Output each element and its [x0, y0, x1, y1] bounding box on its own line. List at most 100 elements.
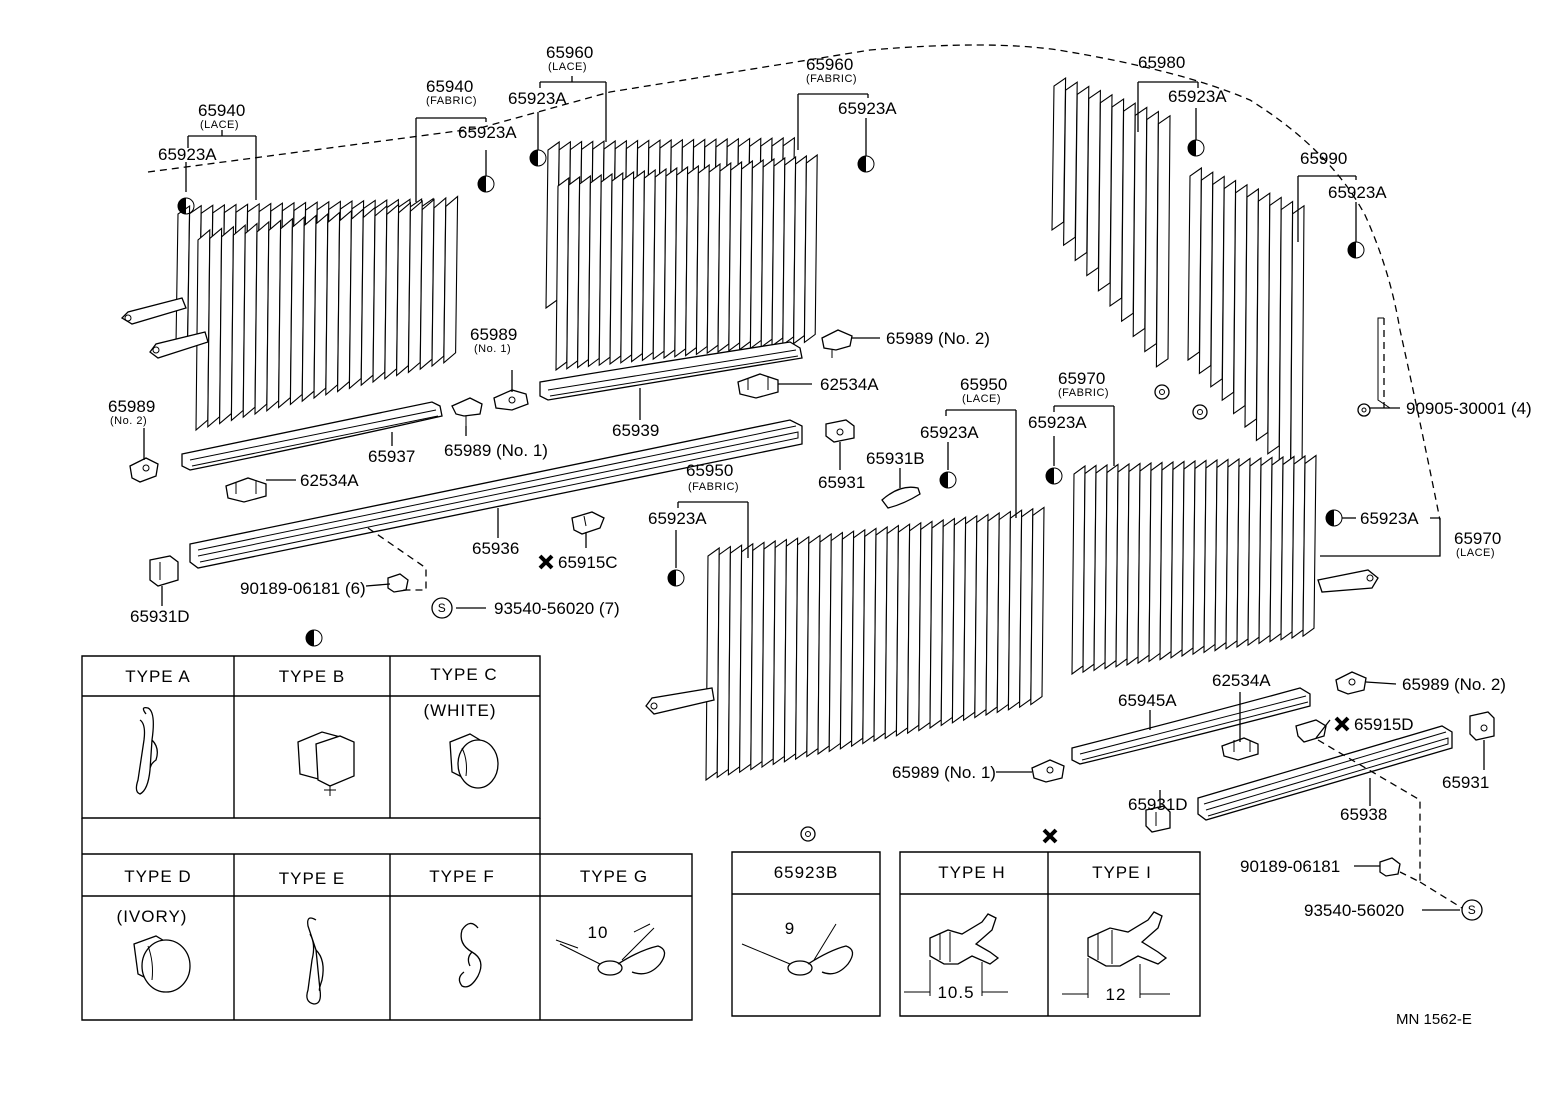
nut-90189-right: [1379, 857, 1401, 877]
bracket-65989-no2-top: [821, 329, 853, 358]
blind-slat: [873, 525, 888, 743]
label-65939: 65939: [612, 421, 659, 440]
blind-slat: [851, 528, 866, 748]
blind-slat: [918, 520, 933, 732]
type-i-label: TYPE I: [1092, 863, 1152, 882]
half-circle-fill: [530, 150, 538, 166]
blind-slat: [1109, 97, 1125, 308]
ring-symbol: [1192, 404, 1208, 420]
half-circle-fill: [1188, 140, 1196, 156]
blind-slat: [739, 542, 754, 774]
label-65936: 65936: [472, 539, 519, 558]
nut-90189-left: [387, 573, 409, 593]
holder-62534A-left: [225, 477, 267, 503]
blind-slat: [1267, 196, 1282, 455]
label-65923A-6: 65923A: [1328, 183, 1387, 202]
ring-symbol-center: [1197, 409, 1203, 415]
holder-62534A-right: [1221, 737, 1259, 761]
label-65931-mid: 65931: [818, 473, 865, 492]
blind-slat: [1258, 456, 1273, 645]
label-65989-no1-sub: (No. 1): [474, 343, 511, 355]
x-symbol: [538, 554, 554, 570]
blind-slat: [907, 521, 922, 735]
label-65960-lace-sub: (LACE): [548, 61, 587, 73]
blind-slat: [384, 203, 400, 380]
label-65923A-5: 65923A: [1168, 87, 1227, 106]
blind-slat: [783, 537, 799, 763]
blind-slat: [940, 517, 955, 727]
blind-slat: [817, 532, 832, 756]
type-d-label: TYPE D: [124, 867, 191, 886]
blind-65990: [1187, 166, 1305, 482]
label-65923A-9: 65923A: [648, 509, 707, 528]
blind-slat: [1225, 457, 1240, 650]
blind-slat: [195, 228, 211, 432]
blind-slat: [1132, 106, 1148, 338]
label-62534A-left: 62534A: [300, 471, 359, 490]
blind-slat: [1007, 509, 1023, 711]
type-h-label: TYPE H: [938, 863, 1005, 882]
label-65931D-left: 65931D: [130, 607, 190, 626]
label-62534A-right: 62534A: [1212, 671, 1271, 690]
blind-slat: [1093, 463, 1108, 672]
half-circle-fill: [1348, 242, 1356, 258]
blind-slat: [313, 212, 329, 400]
clip-65923B-drawing: [741, 923, 854, 976]
blind-slat: [1104, 463, 1119, 670]
blind-slat: [803, 153, 818, 344]
label-65940-fabric: 65940: [426, 77, 473, 96]
blind-slat: [325, 211, 341, 396]
blind-slat: [996, 510, 1011, 714]
label-65923A-1: 65923A: [158, 145, 217, 164]
svg-text:S: S: [438, 601, 447, 615]
type-d-note: (IVORY): [117, 907, 188, 926]
label-65950-lace: 65950: [960, 375, 1007, 394]
clip-symbols: [177, 139, 1365, 732]
blind-slat: [1051, 76, 1067, 232]
label-62534A-mid: 62534A: [820, 375, 879, 394]
blind-slat: [278, 217, 293, 409]
label-65989-no1-lower: 65989 (No. 1): [444, 441, 548, 460]
label-65940-lace: 65940: [198, 101, 245, 120]
blind-slat: [219, 225, 234, 425]
blind-slat: [1144, 110, 1159, 353]
blind-arm-center: [645, 687, 715, 715]
blind-slat: [1236, 457, 1251, 649]
blind-slat: [1198, 171, 1214, 375]
window-outline-dashed: [147, 44, 1441, 521]
blind-slat: [301, 214, 317, 403]
leader-lines: [143, 76, 1485, 911]
label-65960-fabric: 65960: [806, 55, 853, 74]
half-circle-fill: [940, 472, 948, 488]
blind-slat: [1063, 81, 1078, 247]
label-65989-no1-right: 65989 (No. 1): [892, 763, 996, 782]
label-65923A-7: 65923A: [920, 423, 979, 442]
type-b-clip-drawing: [297, 731, 355, 796]
blind-slat: [728, 160, 743, 352]
blind-slat: [443, 195, 459, 365]
clip-type-table: TYPE A TYPE B TYPE C (WHITE) TYPE D (IVO…: [81, 629, 693, 1021]
blind-slat: [1269, 455, 1284, 643]
blind-slat: [951, 516, 967, 724]
type-c-clip-drawing: [449, 733, 499, 789]
label-65970-lace: 65970: [1454, 529, 1501, 548]
label-65923A-8: 65923A: [1028, 413, 1087, 432]
blind-slat: [577, 174, 591, 369]
label-65950-lace-sub: (LACE): [962, 393, 1001, 405]
label-65970-fabric-sub: (FABRIC): [1058, 387, 1109, 399]
blind-slat: [598, 172, 613, 367]
ring-symbol: [1154, 384, 1170, 400]
blind-slat: [793, 154, 807, 345]
s-symbol-right: S: [1461, 899, 1483, 921]
label-65989-no2-left: 65989: [108, 397, 155, 416]
blind-slat: [985, 511, 1000, 717]
blind-slat: [717, 161, 732, 354]
blind-slat: [884, 524, 899, 740]
blind-slat: [1214, 458, 1229, 652]
svg-text:S: S: [1468, 903, 1477, 917]
type-e-label: TYPE E: [279, 869, 345, 888]
blind-arm-right: [1317, 569, 1379, 593]
type-g-label: TYPE G: [580, 867, 648, 886]
endcap-65931-right: [1469, 711, 1495, 741]
blind-slat: [1255, 192, 1271, 442]
